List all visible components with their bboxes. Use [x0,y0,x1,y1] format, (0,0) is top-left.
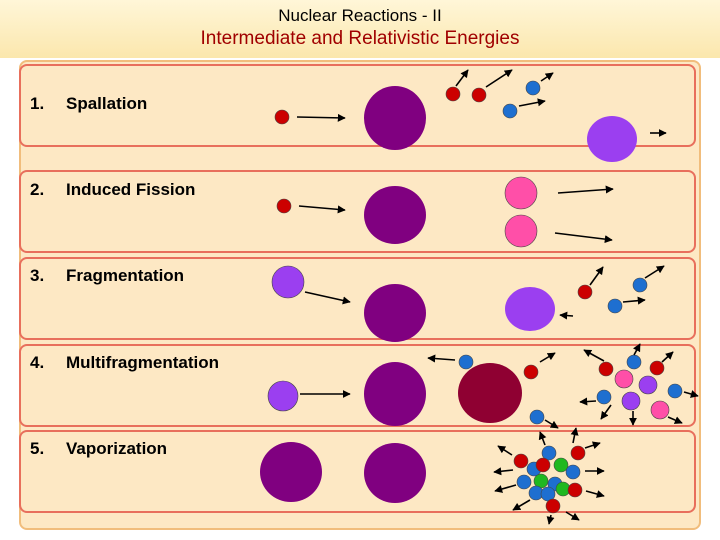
emitted-neutron [596,389,612,405]
incoming-arrow [298,205,346,214]
emission-arrow [544,419,559,429]
emission-arrow [494,484,517,493]
emitted-neutron [607,298,623,314]
row-label-spallation: Spallation [66,94,148,113]
row-label-multifragmentation: Multifragmentation [66,353,219,372]
emission-arrow [644,265,665,279]
emission-arrow [579,397,597,406]
emitted-neutron [667,383,683,399]
fragment-cluster [621,391,641,411]
row-multifragmentation [19,344,696,427]
emitted-proton [523,364,539,380]
proton-projectile [274,109,290,125]
projectile-nucleus [271,265,305,299]
emitted-neutron [632,277,648,293]
emitted-proton [445,86,461,102]
emitted-proton [649,360,665,376]
fragment-arrow [554,232,613,244]
fission-fragment [504,214,538,248]
emitted-proton [471,87,487,103]
vapor-particle [541,445,557,461]
fragment-nucleus [505,287,555,331]
recoil-arrow [559,311,574,320]
emission-arrow [540,72,554,82]
row-label-fragmentation: Fragmentation [66,266,185,285]
row-number-4: 4. [30,353,45,372]
emission-arrow [512,499,531,511]
emission-arrow [497,445,513,456]
emission-arrow [538,431,547,446]
row-number-5: 5. [30,439,45,458]
vapor-particle [570,445,586,461]
target-nucleus [364,443,426,503]
emission-arrow [633,343,641,356]
row-vaporization [19,430,696,513]
emitted-neutron [626,354,642,370]
title-bar: Nuclear Reactions - II Intermediate and … [0,0,720,58]
target-nucleus [364,186,426,244]
row-spallation [19,64,696,147]
vapor-particle [567,482,583,498]
excited-source [458,363,522,423]
target-nucleus [364,86,426,150]
row-number-1: 1. [30,94,45,113]
fragment-cluster [638,375,658,395]
emission-arrow [585,490,605,498]
emission-arrow [518,98,546,107]
emitted-neutron [529,409,545,425]
row-induced-fission [19,170,696,253]
target-nucleus [364,284,426,342]
emission-arrow [622,296,646,305]
projectile-nucleus [260,442,322,502]
residual-nucleus [587,116,637,162]
incoming-arrow [296,113,346,122]
emitted-proton [577,284,593,300]
emission-arrow [427,354,456,363]
emission-arrow [584,441,601,450]
emission-arrow [493,467,514,476]
incoming-arrow [304,291,351,305]
emission-arrow [455,69,469,87]
vapor-particle [535,457,551,473]
vapor-particle [513,453,529,469]
vapor-particle [553,457,569,473]
row-label-vaporization: Vaporization [66,439,168,458]
vapor-particle [565,464,581,480]
target-nucleus [364,362,426,426]
emission-arrow [539,352,556,363]
slide-subtitle: Intermediate and Relativistic Energies [200,28,520,49]
projectile-nucleus [267,380,299,412]
row-number-3: 3. [30,266,45,285]
emitted-proton [598,361,614,377]
emission-arrow [589,266,604,286]
fission-fragment [504,176,538,210]
emitted-neutron [502,103,518,119]
emission-arrow [683,390,699,398]
emission-arrow [546,514,555,525]
vapor-particle [545,498,561,514]
fragment-arrow [557,185,614,194]
slide-title: Nuclear Reactions - II [278,6,442,25]
emitted-neutron [458,354,474,370]
emitted-neutron [525,80,541,96]
vapor-particle [516,474,532,490]
emission-arrow [667,416,683,424]
proton-projectile [276,198,292,214]
emission-arrow [570,427,579,444]
row-label-induced-fission: Induced Fission [66,180,196,199]
emission-arrow [600,404,612,420]
emission-arrow [583,349,605,362]
emission-arrow [485,69,513,88]
row-number-2: 2. [30,180,45,199]
fragment-cluster [614,369,634,389]
emission-arrow [565,511,580,521]
fragment-cluster [650,400,670,420]
emission-arrow [661,351,674,363]
